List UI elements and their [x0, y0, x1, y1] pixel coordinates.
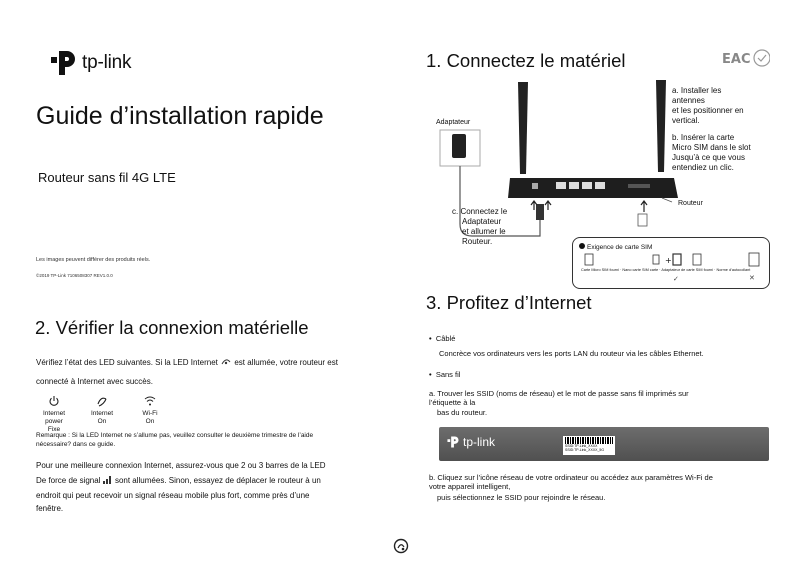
section-3-title: 3. Profitez d’Internet: [426, 292, 592, 313]
internet-icon: [97, 397, 107, 407]
wireless-heading: • Sans fil: [429, 370, 461, 379]
power-port: [532, 183, 538, 189]
adapter-icon: [452, 134, 466, 158]
wireless-step-b-line3: puis sélectionnez le SSID pour rejoindre…: [437, 493, 606, 502]
recycling-icon: [393, 538, 409, 554]
ssid-barcode: SSID:TP-Link_XXXX SSID:TP-Link_XXXX_5G: [563, 436, 615, 455]
check-icon: ✓: [673, 276, 679, 283]
sim-card-icon: [637, 213, 648, 227]
sim-requirement-box: Exigence de carte SIM + Carte Micro SIM …: [572, 237, 770, 289]
wireless-step-a-line2: l’étiquette à la: [429, 398, 476, 407]
remark-line1: Remarque : Si la LED Internet ne s’allum…: [36, 432, 314, 439]
cross-icon: ✕: [749, 275, 755, 282]
adapter-cable: [459, 166, 541, 237]
router-illustration: [439, 80, 678, 237]
antenna-right: [656, 80, 666, 172]
wired-text: Concrèce vos ordinateurs vers les ports …: [439, 349, 704, 358]
sim-captions: Carte Micro SIM fourni · Nano carte SIM …: [581, 268, 751, 272]
wireless-step-b-line1: b. Cliquez sur l’icône réseau de votre o…: [429, 473, 713, 482]
page-title: Guide d’installation rapide: [36, 102, 324, 130]
sim-slot: [628, 184, 650, 188]
signal-bars-icon: [102, 476, 111, 484]
power-icon: [49, 396, 59, 406]
barcode-icon: [565, 437, 613, 444]
product-subtitle: Routeur sans fil 4G LTE: [38, 170, 176, 185]
section-2-title: 2. Vérifier la connexion matérielle: [35, 317, 309, 338]
bullet-icon: [579, 243, 585, 249]
wireless-step-a-line3: bas du routeur.: [437, 408, 488, 417]
lan-port-4: [595, 182, 605, 189]
adapter-label: Adaptateur: [436, 119, 471, 126]
sim-card-types-icons: +: [584, 252, 760, 267]
internet-led-icon: [221, 359, 231, 365]
step-b: b. Insérer la carte Micro SIM dans le sl…: [672, 133, 751, 172]
section-1-title: 1. Connectez le matériel: [426, 50, 626, 71]
led-paragraph-line1: Vérifiez l’état des LED suivantes. Si la…: [36, 358, 338, 367]
antenna-left: [518, 82, 528, 174]
router-body: [508, 178, 678, 198]
router-label: Routeur: [678, 200, 703, 207]
svg-text:+: +: [665, 256, 672, 265]
wireless-step-a-line1: a. Trouver les SSID (noms de réseau) et …: [429, 389, 689, 398]
svg-text:EAC: EAC: [722, 52, 750, 67]
tp-link-logo: tp-link: [50, 48, 131, 78]
adapter-plug: [536, 204, 544, 220]
signal-paragraph-line3: endroit qui peut recevoir un signal rése…: [36, 491, 310, 500]
wired-heading: • Câblé: [429, 334, 456, 343]
disclaimer: Les images peuvent différer des produits…: [36, 257, 151, 263]
led-paragraph-line2: connecté à Internet avec succès.: [36, 377, 153, 386]
tp-link-mark-icon: [51, 51, 75, 75]
sticker-logo: tp-link: [447, 435, 495, 449]
eac-mark-icon: EAC: [722, 49, 771, 67]
lan-port-1: [556, 182, 566, 189]
router-label-sticker: tp-link SSID:TP-Link_XXXX SSID:TP-Link_X…: [439, 427, 769, 461]
sim-box-title: Exigence de carte SIM: [587, 244, 653, 251]
copyright: ©2019 TP-Link 7106508307 REV1.0.0: [36, 273, 113, 278]
logo-text: tp-link: [82, 52, 132, 73]
remark-line2: nécessaire? dans ce guide.: [36, 441, 116, 448]
signal-paragraph-line1: Pour une meilleure connexion Internet, a…: [36, 461, 326, 470]
wireless-step-b-line2: votre appareil intelligent,: [429, 482, 511, 491]
step-c: c. Connectez le Adaptateur et allumer le…: [452, 207, 508, 246]
signal-paragraph-line4: fenêtre.: [36, 504, 64, 513]
lan-port-2: [569, 182, 579, 189]
tp-link-mark-icon: [447, 436, 459, 448]
signal-paragraph-line2: De force de signal sont allumées. Sinon,…: [36, 476, 321, 485]
lan-port-3: [582, 182, 592, 189]
certification-marks: EAC: [722, 47, 771, 74]
step-a: a. Installer les antennes et les positio…: [672, 86, 744, 125]
wifi-icon: [144, 396, 156, 406]
